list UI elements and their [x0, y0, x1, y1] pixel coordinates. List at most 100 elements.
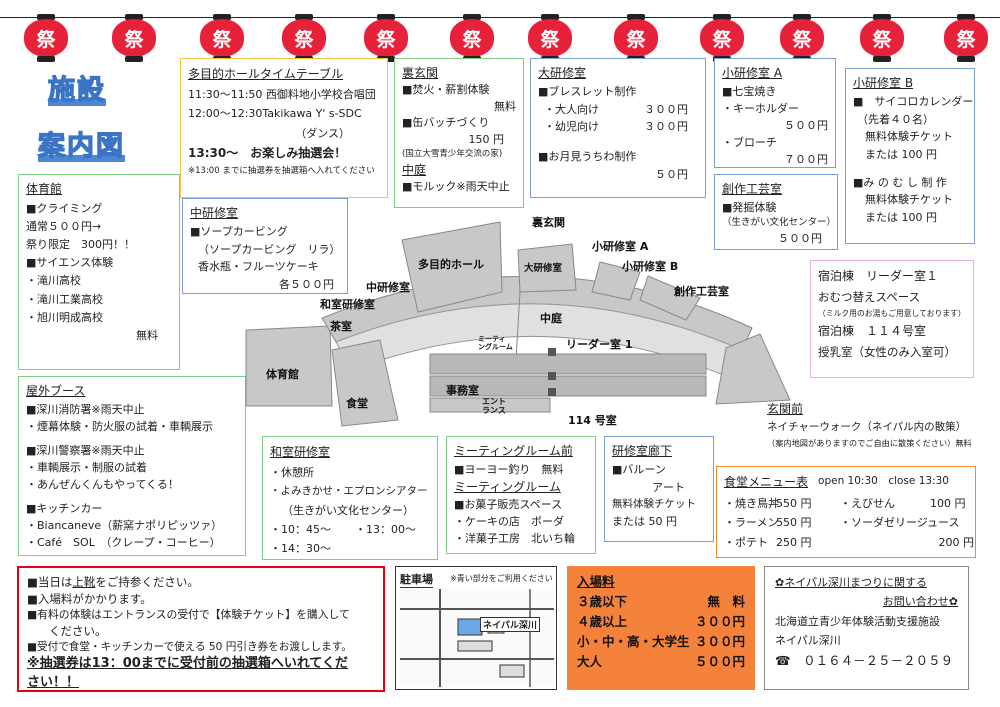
map-label-taiiku: 体育館 — [266, 368, 299, 381]
map-shoB — [639, 275, 701, 321]
contact-tel: ０１６４－２５－２０５９ — [803, 653, 954, 668]
map-label-sosaku: 創作工芸室 — [674, 285, 729, 298]
timetable-lottery: 13:30～ お楽しみ抽選会！ — [188, 145, 347, 160]
uragenkan-line: ■モルック※雨天中止 — [402, 179, 510, 193]
okugai-line: ・Biancaneve（薪窯ナポリピッツァ） — [26, 518, 223, 532]
map-east-wing — [715, 333, 791, 405]
okugai-line: ・煙幕体験・防火服の試着・車輌展示 — [26, 419, 213, 433]
map-label-jimu: 事務室 — [446, 384, 479, 397]
meeting-line: ・ケーキの店 ボーダ — [454, 515, 564, 529]
map-label-114: 114 号室 — [568, 414, 617, 427]
genkan-title: 玄関前 — [767, 402, 804, 416]
shukuhaku-line: （ミルク用のお湯もご用意しております） — [818, 309, 966, 319]
lantern-char: 祭 — [282, 19, 326, 57]
shukuhaku-line: 授乳室（女性のみ入室可） — [818, 344, 956, 359]
map-tamokuteki — [401, 221, 503, 313]
menu-item-name: ・ポテト — [724, 536, 768, 550]
title-facility: 施設 — [47, 68, 106, 107]
menu-item-name: ・ラーメン — [724, 516, 779, 530]
map-label-shoA: 小研修室 A — [592, 240, 649, 253]
shoB-title: 小研修室 B — [853, 76, 914, 90]
meeting-title2: ミーティングルーム — [454, 479, 561, 494]
fee-label: ４歳以上 — [577, 614, 628, 629]
okugai-line: ・Café SOL （クレープ・コーヒー） — [26, 535, 221, 549]
shukuhaku-title: 宿泊棟 １１４号室 — [818, 323, 927, 338]
taiiku-box: 体育館 ■クライミング 通常５００円→ 祭り限定 300円！！ ■サイエンス体験… — [18, 174, 180, 370]
map-label-leader: リーダー室 1 — [566, 338, 633, 351]
lantern-char: 祭 — [24, 19, 68, 57]
notice-line: ■有料の体験はエントランスの受付で【体験チケット】を購入して — [27, 608, 350, 622]
parking-place: ネイパル深川 — [480, 617, 540, 632]
shoB-line: （先着４０名） — [857, 112, 934, 126]
notice-uwabaki: 上靴 — [72, 575, 96, 589]
washitsu-time: ・10：45～ — [270, 522, 331, 536]
menu-hours: open 10:30 close 13:30 — [818, 475, 949, 487]
uragenkan-title: 裏玄関 — [402, 66, 439, 80]
map-label-shokudo: 食堂 — [346, 397, 368, 410]
shoB-line: 無料体験チケット — [865, 130, 953, 144]
meeting-line: ・洋菓子工房 北いち輪 — [454, 532, 575, 546]
chu-box: 中研修室 ■ソープカービング （ソープカービング リラ） 香水瓶・フルーツケーキ… — [182, 198, 348, 294]
shoB-box: 小研修室 B ■ サイコロカレンダー （先着４０名） 無料体験チケット または … — [845, 68, 975, 244]
menu-title: 食堂メニュー表 — [724, 475, 809, 489]
contact-line: 北海道立青少年体験活動支援施設 — [775, 614, 940, 628]
chu-price: 各５００円 — [279, 277, 334, 291]
parking-title: 駐車場 — [400, 573, 433, 588]
timetable-line: 11:30～11:50 西御料地小学校合唱団 — [188, 88, 376, 101]
washitsu-title: 和室研修室 — [270, 445, 331, 459]
shoA-line: ■七宝焼き — [722, 84, 777, 98]
shukuhaku-line: おむつ替えスペース — [818, 290, 921, 304]
map-dai — [517, 243, 577, 293]
notice-line: ■入場料がかかります。 — [27, 591, 152, 606]
uragenkan-line: (国立大雪青少年交流の家) — [402, 149, 503, 159]
taiiku-line: ■サイエンス体験 — [26, 256, 114, 270]
map-wing-mid — [429, 375, 707, 397]
shoA-price: ５００円 — [784, 118, 828, 132]
fee-price: 無 料 — [707, 594, 745, 609]
shoB-line: または 100 円 — [865, 210, 937, 224]
washitsu-box: 和室研修室 ・休憩所 ・よみきかせ・エプロンシアター （生きがい文化センター） … — [262, 436, 438, 560]
taiiku-line: 無料 — [136, 328, 158, 342]
roka-title: 研修室廊下 — [612, 444, 673, 458]
roka-line: アート — [652, 480, 685, 494]
menu-item-name: ・ソーダゼリージュース — [840, 516, 960, 530]
shoB-line: 無料体験チケット — [865, 193, 953, 207]
washitsu-line: ・よみきかせ・エプロンシアター — [270, 485, 428, 498]
fee-price: ５００円 — [694, 654, 745, 669]
uragenkan-line: 150 円 — [468, 132, 505, 146]
lantern-char: 祭 — [700, 19, 744, 57]
map-label-dai: 大研修室 — [524, 263, 563, 274]
menu-item-price: 250 円 — [776, 536, 812, 550]
lantern-string — [0, 17, 1000, 18]
sosaku-line: （生きがい文化センター） — [722, 216, 837, 228]
map-label-nakaniwa: 中庭 — [540, 312, 562, 325]
chu-line: ■ソープカービング — [190, 225, 288, 239]
washitsu-line: （生きがい文化センター） — [282, 503, 414, 517]
taiiku-line: 祭り限定 300円！！ — [26, 238, 135, 252]
okugai-title: 屋外ブース — [26, 384, 86, 398]
shoB-line: ■み の む し 制 作 — [853, 175, 947, 189]
lantern-char: 祭 — [944, 19, 988, 57]
okugai-line: ・車輌展示・制服の試着 — [26, 460, 147, 474]
uragenkan-line: ■缶バッチづくり — [402, 116, 490, 129]
fee-price: ３００円 — [694, 634, 745, 649]
okugai-line: ・あんぜんくんもやってくる！ — [26, 477, 179, 491]
fee-title: 入場料 — [577, 574, 615, 589]
lantern: 祭 — [614, 14, 658, 62]
shoA-line: ・キーホルダー — [722, 101, 799, 115]
fee-label: 小・中・高・大学生 — [577, 634, 690, 649]
lantern-char: 祭 — [528, 19, 572, 57]
timetable-title: 多目的ホールタイムテーブル — [188, 67, 344, 81]
parking-note: ※青い部分をご利用ください — [450, 574, 553, 583]
menu-item-price: 100 円 — [930, 496, 966, 510]
sosaku-line: ■発掘体験 — [722, 200, 777, 214]
taiiku-title: 体育館 — [26, 182, 63, 196]
timetable-line: 12:00～12:30Takikawa Y' s-SDC — [188, 107, 362, 121]
fee-row: ３歳以下無 料 — [577, 592, 745, 612]
